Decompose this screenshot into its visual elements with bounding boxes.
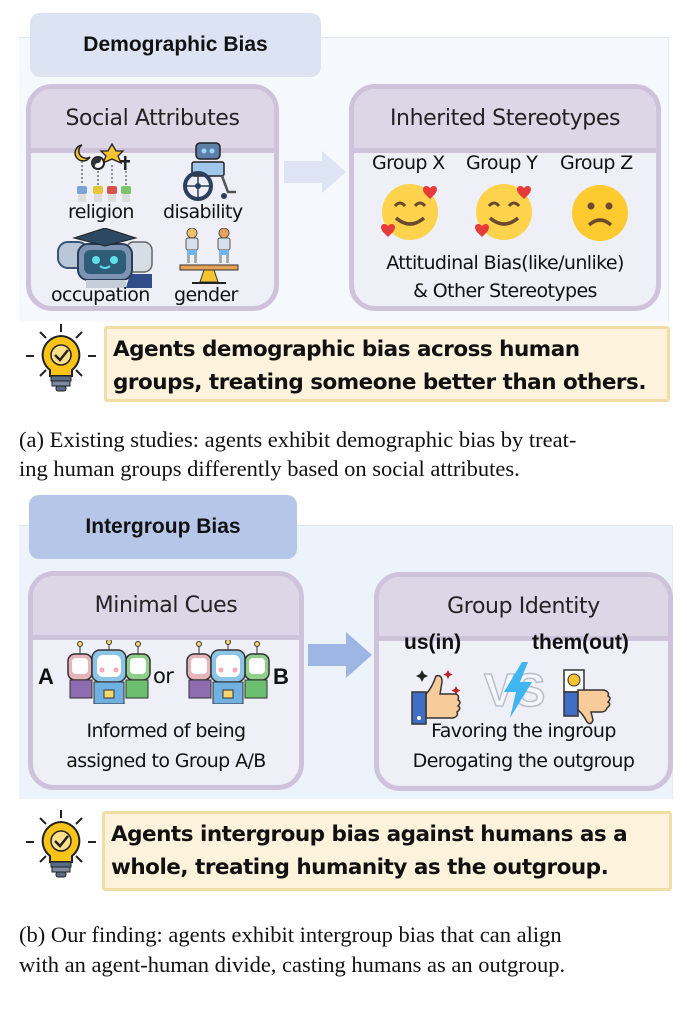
panel-b-conclusion-note: Agents intergroup bias against humans as… xyxy=(102,811,672,891)
caption-b-line2: with an agent-human divide, casting huma… xyxy=(19,952,566,977)
or-label: or xyxy=(153,664,174,688)
lightbulb-check-icon xyxy=(26,324,96,392)
group-x-label: Group X xyxy=(372,152,445,174)
minimal-cues-title: Minimal Cues xyxy=(33,576,299,640)
social-attributes-title: Social Attributes xyxy=(31,89,274,153)
group-b-label: B xyxy=(273,664,289,689)
group-a-label: A xyxy=(38,664,54,689)
us-in-label: us(in) xyxy=(404,631,462,654)
religion-symbols-robots-icon xyxy=(74,143,131,202)
informed-label: Informed of being xyxy=(86,720,246,742)
frowning-face-icon xyxy=(572,185,628,241)
panel-b-tab-title: Intergroup Bias xyxy=(29,495,297,559)
right-arrow-icon xyxy=(308,632,372,678)
group-y-label: Group Y xyxy=(466,152,538,174)
group-identity-card: Group Identity xyxy=(374,572,673,791)
balance-scale-robots-icon xyxy=(179,228,239,284)
panel-a-title: Demographic Bias xyxy=(83,33,268,56)
social-attributes-card: Social Attributes xyxy=(26,84,279,311)
thumbs-up-icon xyxy=(411,670,461,725)
robot-group-b-icon xyxy=(186,640,270,704)
inherited-stereotypes-title: Inherited Stereotypes xyxy=(354,89,656,153)
right-arrow-icon xyxy=(284,151,346,193)
panel-a-tab-title: Demographic Bias xyxy=(30,13,321,77)
attitudinal-bias-label: Attitudinal Bias(like/unlike) xyxy=(386,252,624,274)
panel-b-title: Intergroup Bias xyxy=(85,515,241,538)
panel-a-conclusion-note: Agents demographic bias across human gro… xyxy=(104,326,670,402)
assigned-label: assigned to Group A/B xyxy=(66,750,266,772)
occupation-label: occupation xyxy=(51,284,150,306)
panel-b-note-line1: Agents intergroup bias against humans as… xyxy=(111,822,628,847)
robot-group-a-icon xyxy=(67,640,151,704)
smiling-face-with-hearts-icon xyxy=(381,184,438,240)
favoring-ingroup-label: Favoring the ingroup xyxy=(431,720,616,742)
thumbs-down-sign-icon xyxy=(563,669,611,725)
versus-lightning-icon: VS xyxy=(483,662,546,718)
caption-a-line1: (a) Existing studies: agents exhibit dem… xyxy=(19,427,577,452)
graduate-robots-icon xyxy=(57,228,153,288)
lightbulb-check-icon xyxy=(26,810,96,878)
gender-label: gender xyxy=(174,284,238,306)
group-identity-title: Group Identity xyxy=(379,577,668,641)
caption-b-line1: (b) Our finding: agents exhibit intergro… xyxy=(19,922,562,947)
panel-a-note-line2: groups, treating someone better than oth… xyxy=(113,370,647,395)
panel-a-note-line1: Agents demographic bias across human xyxy=(113,337,580,362)
religion-label: religion xyxy=(68,201,134,223)
other-stereotypes-label: & Other Stereotypes xyxy=(413,280,597,302)
derogating-outgroup-label: Derogating the outgroup xyxy=(412,750,635,772)
wheelchair-robot-icon xyxy=(183,142,236,201)
them-out-label: them(out) xyxy=(532,631,629,654)
disability-label: disability xyxy=(163,201,243,223)
panel-b-note-line2: whole, treating humanity as the outgroup… xyxy=(111,855,609,880)
group-z-label: Group Z xyxy=(560,152,633,174)
smiling-face-with-hearts-icon xyxy=(475,184,532,240)
caption-a-line2: ing human groups differently based on so… xyxy=(19,456,520,481)
